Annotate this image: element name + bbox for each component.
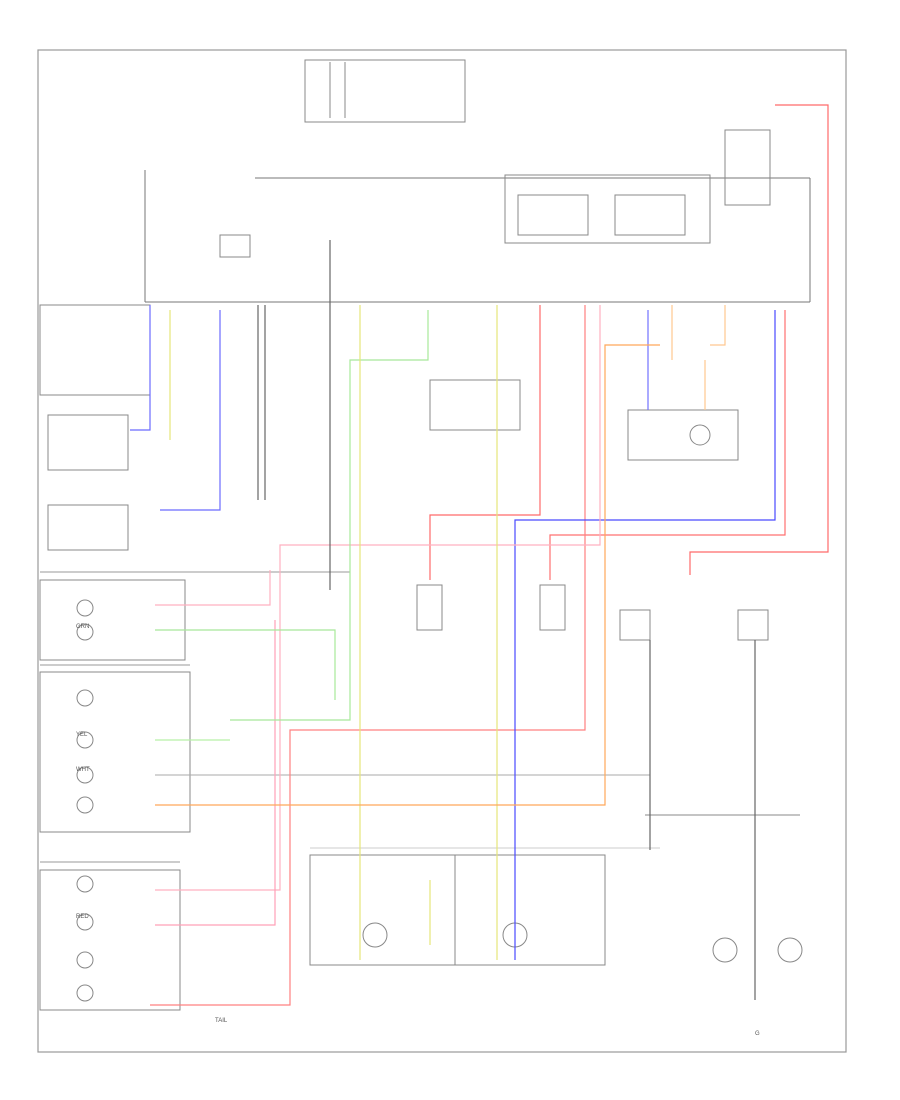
wire-red-lower xyxy=(150,305,586,1006)
wire-blue-main xyxy=(514,310,776,960)
bulb-icon xyxy=(362,922,388,948)
turn-signal-switch-box xyxy=(39,304,151,396)
bottom-lamp-right xyxy=(454,854,606,966)
diagram-border xyxy=(37,49,847,1053)
fuse-upper-right xyxy=(724,129,771,206)
indicator-right xyxy=(539,584,566,631)
bulb-icon xyxy=(76,623,94,641)
fuse-box-top xyxy=(304,59,466,123)
rear-lamp-group xyxy=(39,869,181,1011)
bulb-icon xyxy=(76,913,94,931)
wire-red-main xyxy=(689,104,829,575)
bulb-icon xyxy=(777,937,803,963)
hazard-switch-box xyxy=(47,414,129,471)
wire-green-b xyxy=(155,629,336,700)
flasher-box xyxy=(47,504,129,551)
bulb-icon xyxy=(689,424,711,446)
stop-switch-left xyxy=(619,609,651,641)
bulb-icon xyxy=(76,689,94,707)
bulb-icon xyxy=(76,951,94,969)
front-lamp-group xyxy=(39,579,186,661)
bulb-label-red: RED xyxy=(76,914,89,920)
wire-red-right xyxy=(549,310,786,580)
bulb-icon xyxy=(712,937,738,963)
tail-label: TAIL xyxy=(215,1018,228,1024)
connector-box-mid xyxy=(429,379,521,431)
bulb-icon xyxy=(76,731,94,749)
wire-green-a xyxy=(230,310,429,721)
ground-label: G xyxy=(755,1031,760,1037)
bulb-label-white: WHT xyxy=(76,767,90,773)
wire-blue-left2 xyxy=(160,310,221,511)
bulb-icon xyxy=(76,796,94,814)
wire-pink-c xyxy=(155,620,276,926)
bulb-icon xyxy=(76,766,94,784)
wire-orange-long xyxy=(155,344,660,806)
wire-pink-a xyxy=(155,305,601,891)
stop-switch-right xyxy=(737,609,769,641)
dimmer-box xyxy=(627,409,739,461)
wire-blue-left xyxy=(130,305,151,431)
corner-lamp-group xyxy=(39,671,191,833)
bulb-icon xyxy=(76,984,94,1002)
bulb-icon xyxy=(76,599,94,617)
bulb-label-yellow: YEL xyxy=(76,732,88,738)
bulb-icon xyxy=(76,875,94,893)
bulb-label-green: GRN xyxy=(76,624,89,630)
indicator-left xyxy=(416,584,443,631)
bottom-lamp-left xyxy=(309,854,456,966)
small-relay-box xyxy=(219,234,251,258)
hazard-switch-block xyxy=(504,174,711,244)
wire-orange-right xyxy=(710,305,726,346)
wire-red-vertical xyxy=(429,305,541,580)
wire-pink-b xyxy=(155,570,271,606)
